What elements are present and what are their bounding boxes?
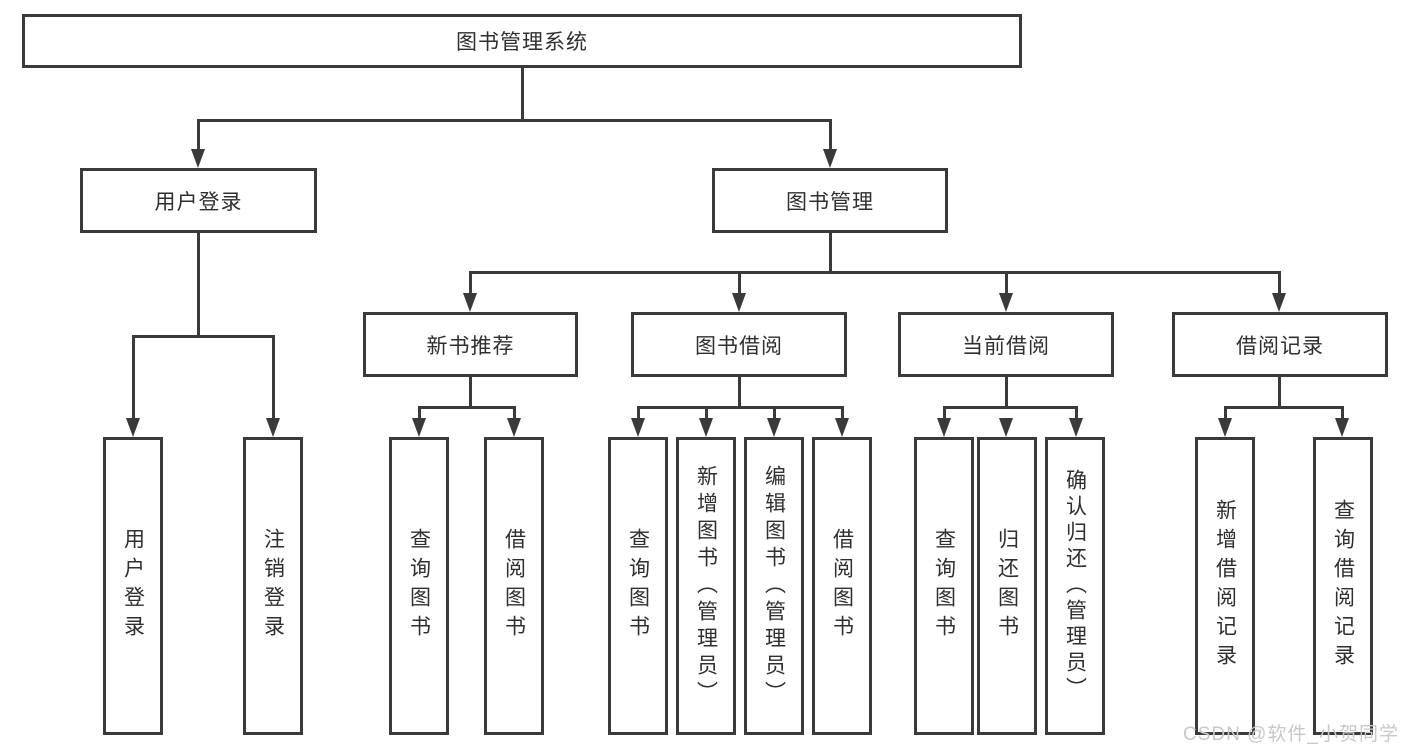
arrowhead-icon (463, 293, 477, 312)
leaf-query-borrow-record: 查询借阅记录 (1313, 437, 1373, 735)
arrowhead-icon (999, 293, 1013, 312)
connector-line (418, 406, 421, 422)
connector-line (1341, 406, 1344, 422)
arrowhead-icon (507, 418, 521, 437)
leaf-query-books-2: 查询图书 (608, 437, 668, 735)
arrowhead-icon (1335, 418, 1349, 437)
connector-line (773, 406, 776, 422)
arrowhead-icon (732, 293, 746, 312)
arrowhead-icon (937, 418, 951, 437)
connector-line (1075, 406, 1078, 422)
arrowhead-icon (699, 418, 713, 437)
leaf-borrow-books-1: 借阅图书 (484, 437, 544, 735)
arrowhead-icon (266, 418, 280, 437)
leaf-user-login: 用户登录 (103, 437, 163, 735)
connector-line (272, 335, 275, 420)
connector-line (197, 119, 200, 152)
leaf-query-books-1: 查询图书 (389, 437, 449, 735)
arrowhead-icon (126, 418, 140, 437)
arrowhead-icon (835, 418, 849, 437)
connector-line (738, 271, 741, 296)
connector-line (943, 406, 1077, 409)
connector-line (197, 119, 832, 122)
node-current-borrow: 当前借阅 (898, 312, 1114, 377)
arrowhead-icon (999, 418, 1013, 437)
arrowhead-icon (631, 418, 645, 437)
connector-line (197, 233, 200, 338)
connector-line (513, 406, 516, 422)
arrowhead-icon (1218, 418, 1232, 437)
arrowhead-icon (191, 149, 205, 168)
connector-line (1224, 406, 1344, 409)
connector-line (1005, 377, 1008, 409)
leaf-add-borrow-record: 新增借阅记录 (1195, 437, 1255, 735)
node-new-book-recommend: 新书推荐 (363, 312, 578, 377)
node-book-borrow: 图书借阅 (631, 312, 847, 377)
connector-line (829, 233, 832, 274)
leaf-return-books: 归还图书 (977, 437, 1037, 735)
arrowhead-icon (412, 418, 426, 437)
node-user-login-branch: 用户登录 (80, 168, 317, 233)
arrowhead-icon (1069, 418, 1083, 437)
node-borrow-records: 借阅记录 (1172, 312, 1388, 377)
connector-line (829, 119, 832, 152)
leaf-logout: 注销登录 (243, 437, 303, 735)
connector-line (469, 271, 472, 296)
connector-line (1005, 271, 1008, 296)
connector-line (132, 335, 275, 338)
node-root: 图书管理系统 (22, 14, 1022, 68)
connector-line (469, 271, 1281, 274)
connector-line (841, 406, 844, 422)
leaf-confirm-return-admin: 确认归还（管理员） (1045, 437, 1105, 735)
connector-line (738, 377, 741, 409)
connector-line (469, 377, 472, 409)
connector-line (637, 406, 640, 422)
connector-line (1278, 271, 1281, 296)
connector-line (705, 406, 708, 422)
node-book-management-branch: 图书管理 (712, 168, 948, 233)
connector-line (418, 406, 516, 409)
connector-line (132, 335, 135, 420)
connector-line (1224, 406, 1227, 422)
connector-line (943, 406, 946, 422)
leaf-query-books-3: 查询图书 (914, 437, 974, 735)
leaf-add-books-admin: 新增图书（管理员） (676, 437, 736, 735)
csdn-watermark: CSDN @软件_小贺同学 (1183, 724, 1399, 745)
arrowhead-icon (1272, 293, 1286, 312)
arrowhead-icon (767, 418, 781, 437)
leaf-edit-books-admin: 编辑图书（管理员） (744, 437, 804, 735)
connector-line (521, 68, 524, 120)
arrowhead-icon (823, 149, 837, 168)
connector-line (1278, 377, 1281, 409)
leaf-borrow-books-2: 借阅图书 (812, 437, 872, 735)
connector-line (637, 406, 844, 409)
